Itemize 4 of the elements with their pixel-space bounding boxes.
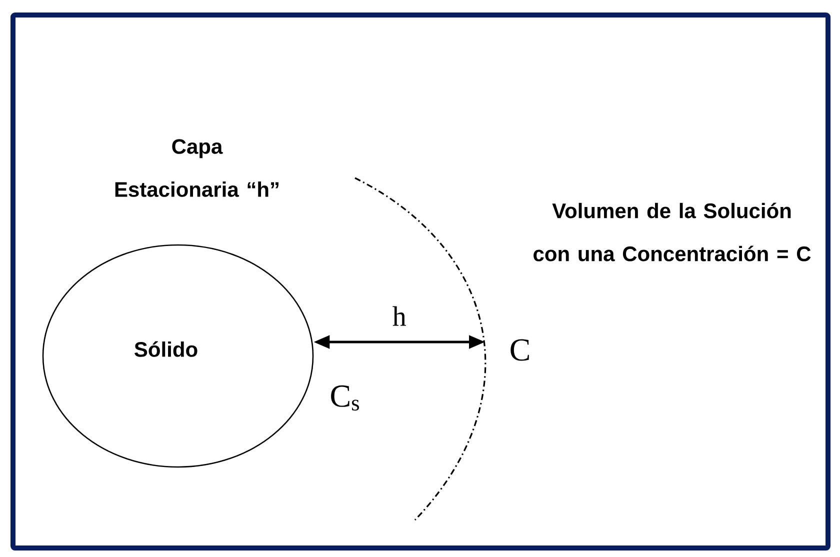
concentration-symbol: C$_{s}$: [331, 385, 359, 411]
label-text: Capa Estacionaria “h”: [115, 139, 278, 197]
edge-label: h: [392, 306, 406, 326]
label-text: Volumen de la Solución con una Concentración = C: [534, 202, 811, 262]
